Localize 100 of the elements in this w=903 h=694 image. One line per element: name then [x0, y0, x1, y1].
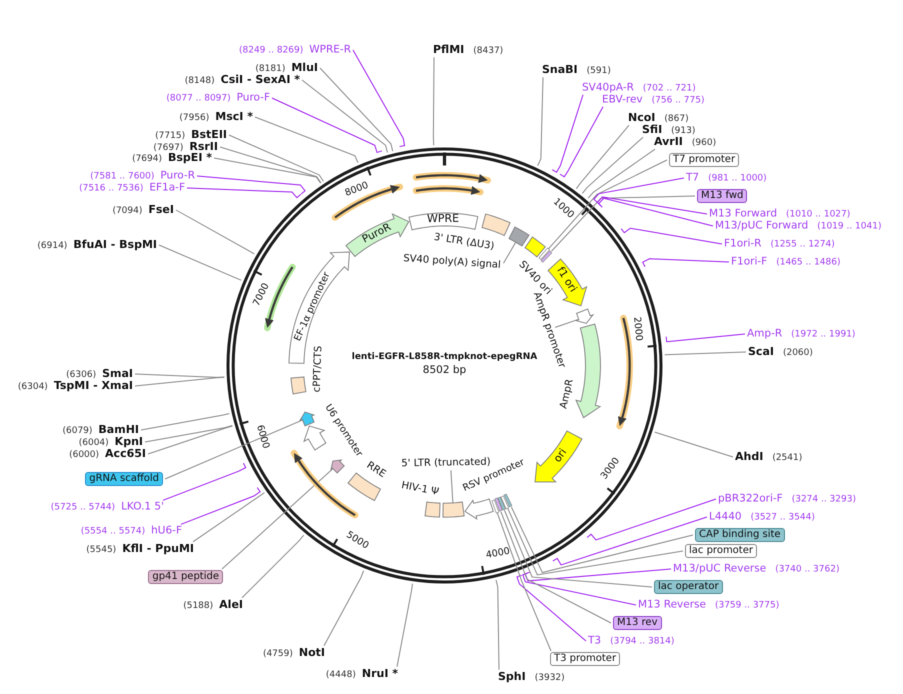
feature-tag: CAP binding site: [695, 528, 785, 542]
feature-label: SV40 poly(A) signal: [402, 252, 501, 271]
leader-line: [222, 468, 334, 570]
plasmid-length: 8502 bp: [422, 365, 466, 377]
primer-name: M13 Reverse: [638, 599, 706, 610]
primer-position: (1019 .. 1041): [817, 222, 882, 232]
feature-tag: M13 fwd: [697, 189, 748, 203]
feature-tag: lac operator: [654, 580, 723, 594]
primer-position: (756 .. 775): [652, 96, 704, 106]
leader-line: [324, 570, 364, 646]
feature-tag: T7 promoter: [669, 153, 740, 167]
enzyme-name: Acc65I: [105, 448, 146, 460]
primer-position: (981 .. 1000): [708, 174, 767, 184]
feature-tag: T3 promoter: [550, 652, 620, 666]
enzyme-name: CsiI - SexAI *: [220, 74, 300, 86]
primer-position: (1972 .. 1991): [791, 330, 856, 340]
primer-name: EF1a-F: [149, 182, 185, 194]
cut-position: (6306): [66, 370, 96, 380]
leader-line: [552, 516, 708, 566]
cut-position: (591): [586, 66, 611, 76]
leader-line: [450, 470, 454, 504]
cut-position: (4759): [262, 650, 293, 660]
leader-line: [352, 50, 406, 148]
leader-line: [593, 178, 684, 204]
cut-position: (6004): [78, 438, 109, 448]
scale-label: 2000: [630, 316, 644, 342]
enzyme-name: BspEI *: [168, 152, 212, 164]
primer-name: SV40pA-R: [582, 82, 634, 94]
enzyme-name: SphI: [498, 670, 526, 682]
primer-name: Amp-R: [747, 328, 782, 340]
primer-name: pBR322ori-F: [718, 493, 783, 504]
cut-position: (8437): [473, 46, 504, 56]
primer-position: (5725 .. 5744): [50, 503, 116, 513]
primer-position: (702 .. 721): [642, 84, 696, 94]
feature-tag: lac promoter: [685, 544, 757, 558]
leader-line: [666, 334, 746, 342]
leader-line: [503, 242, 516, 264]
scale-label: 6000: [253, 423, 270, 450]
leader-line: [516, 574, 586, 642]
cut-position: (2541): [772, 454, 802, 464]
enzyme-name: ScaI: [748, 346, 774, 358]
feature-label: 3' LTR (ΔU3): [433, 232, 496, 252]
cut-position: (4448): [326, 670, 356, 680]
enzyme-name: FseI: [148, 204, 174, 216]
leader-line: [576, 124, 630, 190]
leader-line: [158, 244, 242, 281]
leader-line: [220, 146, 322, 184]
scale-label: 4000: [485, 546, 512, 562]
leader-line: [548, 160, 668, 250]
feature-label: HIV-1 Ψ: [400, 480, 440, 498]
leader-line: [186, 188, 302, 198]
leader-line: [164, 420, 303, 480]
cut-position: (7715): [155, 132, 186, 142]
primer-name: M13/pUC Forward: [715, 220, 808, 232]
feature-label: cPPT/CTS: [311, 345, 324, 392]
primer-position: (3527 .. 3544): [750, 513, 815, 523]
primer-position: (5554 .. 5574): [80, 527, 146, 537]
leader-line: [664, 352, 746, 356]
enzyme-name: MluI: [291, 62, 318, 74]
leader-line: [496, 579, 500, 670]
enzyme-name: NruI *: [362, 668, 398, 680]
leader-line: [134, 374, 225, 378]
enzyme-name: SmaI: [102, 368, 133, 380]
cut-position: (960): [692, 138, 716, 148]
leader-line: [642, 258, 730, 268]
leader-line: [504, 510, 652, 588]
primer-position: (8249 .. 8269): [238, 46, 304, 56]
cut-position: (3932): [534, 674, 565, 684]
leader-line: [432, 56, 434, 146]
leader-line: [550, 196, 696, 252]
plasmid-name: lenti-EGFR-L858R-tmpknot-epegRNA: [352, 353, 538, 363]
leader-line: [654, 432, 734, 458]
primer-name: M13 Forward: [709, 208, 777, 220]
leader-line: [559, 106, 604, 178]
primer-name: M13/pUC Reverse: [673, 563, 766, 574]
enzyme-name: BfuAI - BspMI: [73, 238, 157, 250]
cut-position: (7094): [112, 206, 142, 216]
primer-position: (1010 .. 1027): [786, 210, 850, 220]
leader-line: [254, 116, 358, 164]
cut-position: (7697): [153, 144, 184, 153]
primer-name: hU6-F: [151, 525, 182, 536]
leader-line: [598, 198, 714, 226]
feature-label: f1 ori: [554, 266, 578, 295]
cut-position: (6304): [18, 382, 48, 392]
enzyme-name: PflMI: [433, 44, 464, 56]
primer-name: LKO.1 5': [121, 501, 164, 512]
feature-label: WPRE: [427, 212, 460, 226]
primer-name: EBV-rev: [602, 94, 643, 106]
feature-label: AmpR: [558, 378, 576, 410]
leader-line: [552, 94, 584, 173]
leader-line: [144, 425, 233, 442]
enzyme-name: RsrII: [189, 140, 218, 152]
leader-line: [620, 228, 722, 244]
feature-label: RRE: [364, 460, 388, 480]
cut-position: (6000): [69, 450, 100, 460]
enzyme-name: KflI - PpuMI: [122, 542, 194, 554]
leader-line: [496, 512, 552, 652]
leader-line: [320, 68, 394, 152]
cut-position: (867): [664, 114, 689, 124]
enzyme-name: AvrII: [654, 136, 683, 148]
